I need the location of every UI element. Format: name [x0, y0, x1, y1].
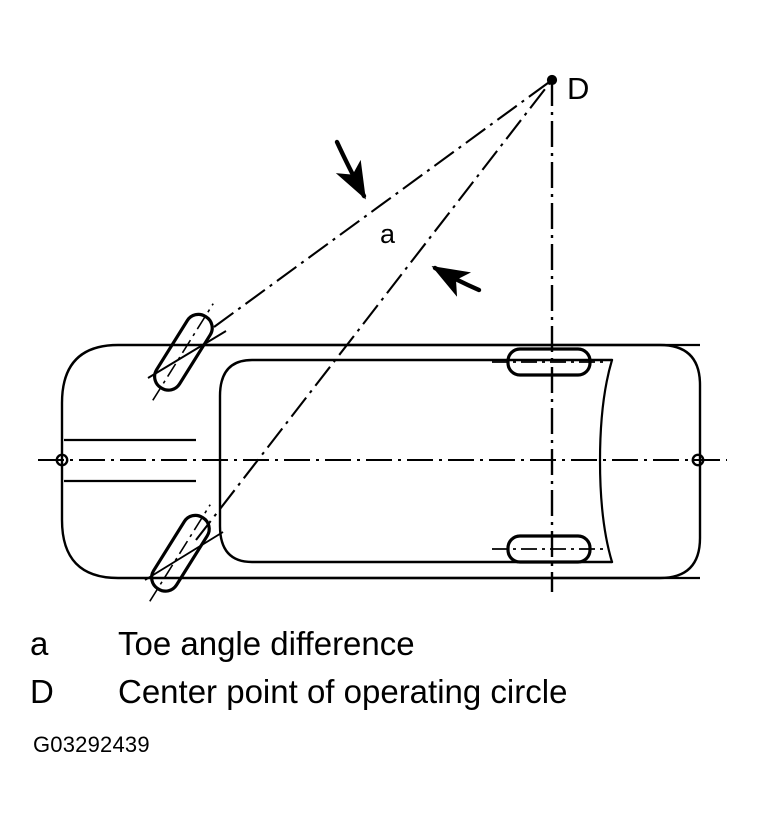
- vehicle-rear-cabin-edge: [598, 358, 614, 564]
- rear-right-wheel: [506, 534, 592, 564]
- front-right-wheel-axis: [149, 504, 211, 602]
- front-left-wheel-group: [152, 303, 214, 401]
- arrow-to-lower-axis: [431, 265, 482, 297]
- front-left-wheel-axis: [152, 303, 214, 401]
- steering-axis-construction-lines: [195, 74, 558, 541]
- body-sill-lines-group: [200, 343, 700, 580]
- front-nose-detail-lines: [64, 438, 196, 483]
- legend-text-d: Center point of operating circle: [118, 673, 568, 710]
- legend-key-a: a: [30, 625, 49, 662]
- vehicle-cabin-outline-group: [218, 358, 614, 564]
- front-right-wheel-group: [149, 504, 211, 602]
- rear-wheels-group: [492, 347, 606, 564]
- front-left-wheel-hub-line: [147, 330, 227, 379]
- front-right-wheel-hub-line: [144, 531, 224, 581]
- upper-wheel-axis-to-d: [213, 79, 553, 328]
- point-d-marker: [546, 74, 558, 86]
- lower-wheel-axis-to-d: [195, 79, 553, 541]
- angle-a-label: a: [380, 219, 396, 249]
- annotation-arrows-group: [334, 139, 482, 297]
- legend-key-d: D: [30, 673, 54, 710]
- legend-row-d: D Center point of operating circle: [30, 672, 730, 720]
- rear-center-marker-circle: [691, 453, 705, 467]
- vehicle-cabin-outline: [218, 358, 614, 564]
- front-wheels-group: [144, 303, 227, 602]
- point-d-label: D: [567, 71, 589, 106]
- rear-left-wheel: [506, 347, 592, 377]
- vehicle-body-group: [60, 343, 702, 580]
- figure-code: G03292439: [33, 732, 150, 757]
- arrow-to-upper-axis: [334, 139, 367, 200]
- legend-text-a: Toe angle difference: [118, 625, 415, 662]
- vehicle-body-outline: [60, 343, 702, 580]
- legend-row-a: a Toe angle difference: [30, 624, 730, 672]
- longitudinal-centerline-group: [38, 453, 727, 467]
- legend: a Toe angle difference D Center point of…: [30, 624, 730, 720]
- front-center-marker-circle: [55, 453, 69, 467]
